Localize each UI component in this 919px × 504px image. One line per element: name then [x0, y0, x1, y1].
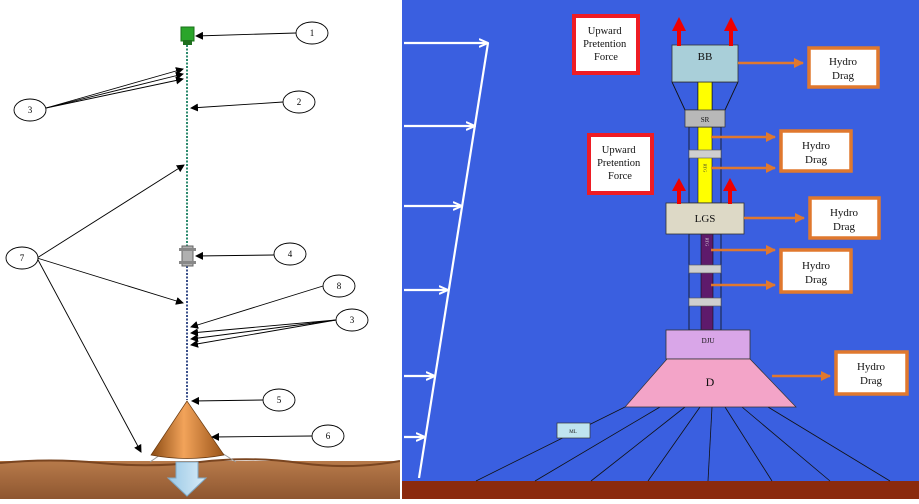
- bb-label: BB: [698, 51, 713, 63]
- callout-8: 8: [337, 281, 342, 291]
- mid-connector: [181, 245, 194, 267]
- callout-3b: 3: [350, 315, 355, 325]
- drag-lgs-line1: Hydro: [830, 207, 859, 219]
- pretention-top-line2: Pretention: [583, 39, 627, 50]
- drag-bb-line2: Drag: [832, 70, 854, 82]
- callout-3: 3: [28, 105, 33, 115]
- svg-text:Hydro: Hydro: [830, 207, 859, 219]
- drag-rtg-upper-line1: Hydro: [802, 140, 831, 152]
- lgs-label: LGS: [695, 213, 716, 225]
- drag-rtg-upper-line2: Drag: [805, 154, 827, 166]
- drag-d-line1: Hydro: [857, 361, 886, 373]
- callout-2: 2: [297, 97, 302, 107]
- svg-text:Drag: Drag: [833, 221, 855, 233]
- pretention-top-line1: Upward: [588, 26, 623, 37]
- riser-purple: [700, 233, 714, 331]
- stress-relief-box: [684, 109, 726, 128]
- svg-text:Drag: Drag: [805, 274, 827, 286]
- pretention-top-line3: Force: [594, 52, 618, 63]
- svg-text:Hydro: Hydro: [829, 56, 858, 68]
- svg-text:Upward Pretention: Upward Pretention Force: [597, 145, 643, 182]
- seabed: [402, 481, 919, 499]
- lgs-box: [665, 202, 745, 235]
- rtg-upper-label: RTG: [703, 164, 708, 173]
- drag-bb-line1: Hydro: [829, 56, 858, 68]
- top-buoy: [180, 26, 195, 42]
- mooring-lines: [475, 406, 891, 482]
- ml-box: [556, 422, 591, 439]
- svg-text:Drag: Drag: [805, 154, 827, 166]
- callout-1: 1: [310, 28, 315, 38]
- drag-box-bb: [807, 46, 880, 89]
- pretention-mid-line3: Force: [608, 171, 632, 182]
- d-anchor: [624, 358, 797, 408]
- svg-text:Upward Pretention: Upward Pretention Force: [583, 26, 629, 63]
- drag-box-rtg-upper: [779, 129, 853, 173]
- callout-7: 7: [20, 253, 25, 263]
- pretention-box-mid: [587, 133, 654, 195]
- riser-yellow-upper: [697, 81, 713, 112]
- connector: [688, 149, 722, 159]
- pile-arrow: [166, 461, 208, 497]
- svg-text:Drag: Drag: [860, 375, 882, 387]
- ml-label: ML: [569, 430, 577, 435]
- rtg-lower-label: RTG: [705, 238, 710, 247]
- svg-text:Drag: Drag: [832, 70, 854, 82]
- svg-text:Hydro: Hydro: [802, 260, 831, 272]
- pretention-arrows: [672, 17, 738, 204]
- current-profile: [404, 43, 490, 479]
- drag-lgs-line2: Drag: [833, 221, 855, 233]
- svg-text:Hydro: Hydro: [802, 140, 831, 152]
- pretention-mid-line2: Pretention: [597, 158, 641, 169]
- connector: [688, 264, 722, 274]
- drag-box-d: [834, 350, 909, 396]
- drag-d-line2: Drag: [860, 375, 882, 387]
- pretention-box-top: [572, 14, 640, 75]
- left-diagram: 1 3 2 4 7 8 3 5 6: [0, 0, 401, 499]
- callout-6: 6: [326, 431, 331, 441]
- drag-box-rtg-lower: [779, 248, 853, 294]
- sr-label: SR: [701, 116, 710, 124]
- drag-rtg-lower-line1: Hydro: [802, 260, 831, 272]
- drag-box-lgs: [808, 196, 881, 240]
- d-label: D: [706, 375, 715, 389]
- dju-label: DJU: [702, 337, 715, 345]
- pretention-mid-line1: Upward: [602, 145, 637, 156]
- gravity-cone: [150, 400, 225, 459]
- connector: [688, 297, 722, 307]
- callout-4: 4: [288, 249, 293, 259]
- right-diagram: BB SR RTG LGS RTG DJU D ML Upward Preten…: [402, 0, 919, 499]
- drag-arrows: [711, 58, 831, 381]
- callout-5: 5: [277, 395, 282, 405]
- drag-rtg-lower-line2: Drag: [805, 274, 827, 286]
- svg-text:Hydro: Hydro: [857, 361, 886, 373]
- dju-box: [665, 329, 751, 360]
